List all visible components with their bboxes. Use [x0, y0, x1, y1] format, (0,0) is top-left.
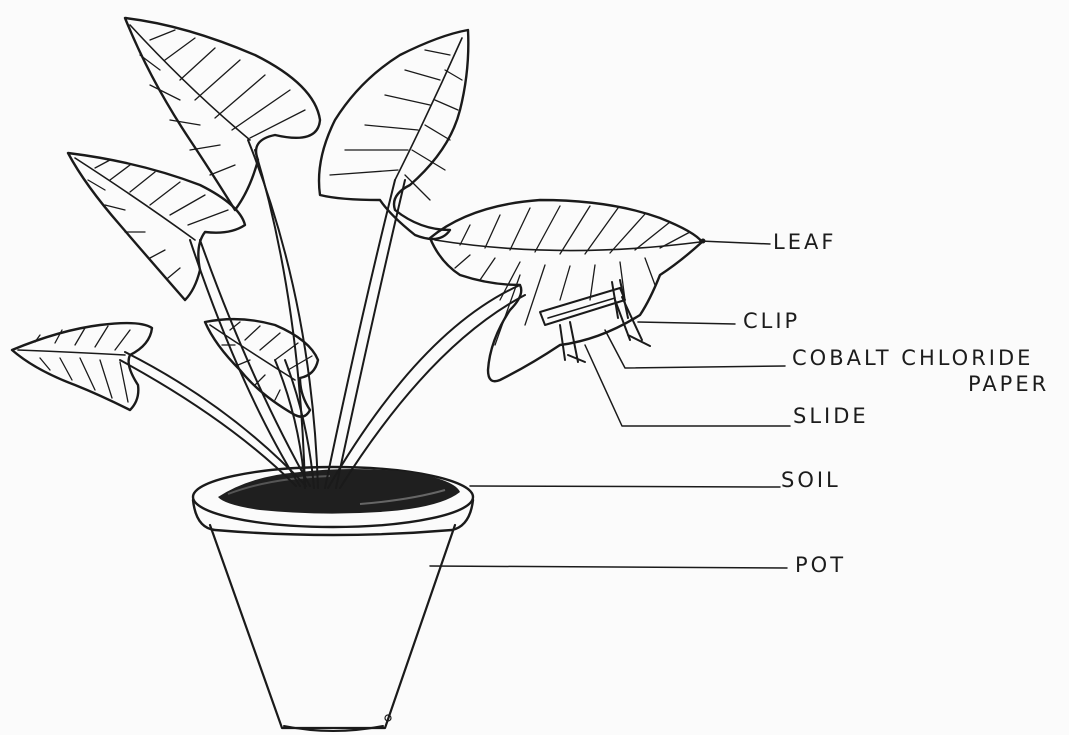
label-leaf: LEAF: [773, 232, 836, 253]
clip-slide-assembly: [540, 280, 650, 362]
clip-leader: [638, 322, 735, 324]
soil-leader: [470, 486, 780, 487]
leaf-top-right: [319, 30, 468, 239]
leader-lines: [430, 239, 790, 569]
leaf-right-with-clip: [430, 200, 702, 381]
slide-leader: [585, 345, 790, 426]
leaf-top-left: [125, 18, 320, 210]
leaf-middle-left: [68, 153, 245, 300]
label-pot: POT: [795, 555, 846, 576]
label-clip: CLIP: [743, 311, 800, 332]
label-paper: PAPER: [968, 374, 1049, 395]
stems: [120, 140, 525, 488]
leaf-leader: [700, 241, 770, 244]
label-cobalt-chloride: COBALT CHLORIDE: [792, 348, 1033, 369]
pot-leader: [430, 566, 787, 568]
cobalt-leader: [605, 330, 785, 368]
label-slide: SLIDE: [793, 406, 869, 427]
label-soil: SOIL: [781, 470, 841, 491]
